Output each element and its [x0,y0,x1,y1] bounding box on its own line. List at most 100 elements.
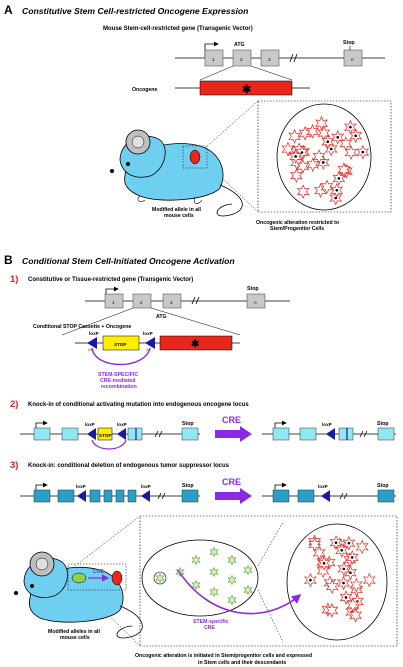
step-2-loxp-after: loxP [322,422,332,427]
mouse-b-caption-2: mouse cells [60,635,90,641]
step-1-exon-n: n [254,300,257,305]
panel-b-letter: B [4,253,13,267]
cell-nucleus [334,541,338,544]
exon-n-label: n [351,57,354,62]
recomb-label-2: CRE-mediated [100,378,135,384]
tumor-cell [325,579,339,595]
cell-nucleus [361,150,365,154]
atg-label: ATG [234,42,245,48]
stem-lineage-cell [243,564,253,576]
step-3-stop-before: Stop [182,483,194,489]
step-3-locus-before [20,482,200,503]
panel-a-vector-label: Mouse Stem-cell-restricted gene (Transge… [103,26,253,32]
step-3-locus-after [262,482,396,503]
tumor-cell [320,179,334,195]
step-3-stop-after: Stop [377,483,389,489]
step-3-loxp-after: loxP [318,484,328,489]
tumor-cell [362,572,376,588]
mouse-a [110,129,243,217]
exon-1-label: 1 [212,57,215,62]
cell-nucleus [354,134,357,138]
tumor-cell [349,607,362,623]
stem-lineage-cell [209,586,219,598]
cells-a-caption-1: Oncogenic alteration restricted to [256,220,339,226]
stem-cre-label-1: STEM-specific [193,619,229,625]
stem-lineage-cell [191,554,201,566]
tumor-cell [281,141,295,157]
step-2-number: 2) [10,399,18,410]
tumor-cell [325,602,339,618]
cell-nucleus [342,581,345,585]
step-3-heading: Knock-in: conditional deletion of endoge… [28,463,230,469]
svg-text:✱: ✱ [191,339,200,350]
cassette-label: Conditional STOP Cassette + Oncogene [33,324,131,330]
step-2-locus-after [262,420,396,441]
step-3-cre-label: CRE [222,477,241,487]
tumor-cell [308,536,322,552]
step-3-number: 3) [10,460,18,471]
zoom-box-b [139,515,398,647]
cell-nucleus [344,596,348,599]
step-1-exon-3: 3 [170,300,173,305]
loxp-1-right: loxP [143,331,153,336]
cell-nucleus [347,541,351,545]
step-1-gene-locus [85,286,290,309]
stem-progenitor-cell-cluster-a [276,103,372,211]
cell-nucleus [322,561,326,565]
tumor-cell [321,602,335,618]
stop-label: Stop [343,40,355,46]
loxp-1-left: loxP [89,331,99,336]
cell-nucleus [349,125,352,129]
tumor-cell [355,539,369,555]
step-1-exon-1: 1 [112,300,115,305]
mouse-a-caption-1: Modified allele in all [152,207,202,213]
oncogene-construct: ✱ [175,80,310,96]
step-3-cre-arrow [215,488,252,504]
modified-allele-a [189,149,201,165]
stem-lineage-cell [227,574,237,586]
step-2-heading: Knock-in of conditional activating mutat… [28,402,249,408]
stem-lineage-cell [227,554,237,566]
stem-cell-lineage-oval [141,539,259,617]
step-2-loxp-right: loxP [117,422,127,427]
recomb-label-1: STEM-SPECIFIC [98,372,138,378]
panel-a-title: Constitutive Stem Cell-restricted Oncoge… [22,6,248,16]
step-1-stop-box: STOP [114,342,126,347]
step-1-exon-2: 2 [140,300,143,305]
mouse-b-caption-1: Modified alleles in all [48,629,100,635]
cell-nucleus [336,135,340,139]
svg-text:✱: ✱ [242,84,251,96]
stem-lineage-cell [227,594,237,606]
recombination-arc [91,347,151,366]
step-1-heading: Constitutive or Tissue-restricted gene (… [28,277,193,283]
stem-lineage-cell [243,584,253,596]
mouse-b [14,551,143,639]
stem-cre-label-2: CRE [204,625,215,631]
tumor-cell [306,157,320,173]
step-3-loxp-right: loxP [141,484,151,489]
cell-nucleus [329,147,333,151]
step-2-locus-before [20,420,200,450]
step-2-stop-before: Stop [182,421,194,427]
tumor-cell [315,115,328,131]
step-2-cre-label: CRE [222,415,241,425]
cell-nucleus [342,567,346,571]
panel-a-gene-locus [175,41,385,67]
cell-nucleus [321,161,325,164]
mouse-a-caption-2: mouse cells [164,213,194,219]
step-2-stop-box: STOP [99,433,111,438]
svg-text:✂: ✂ [88,348,93,354]
stem-lineage-cell [209,566,219,578]
cell-nucleus [337,177,341,180]
step-1-atg: ATG [156,314,167,320]
stem-lineage-cell [209,546,219,558]
stem-lineage-cell [191,579,201,591]
tumor-cell [288,128,301,144]
stem-lineage-cell [155,572,165,584]
stem-cre-allele [71,572,87,584]
tumor-cell [306,123,319,139]
exon-3-label: 3 [268,57,271,62]
tumor-cell-cluster-b [286,523,388,641]
step-3-loxp-left: loxP [76,484,86,489]
stem-cell-marker [153,571,167,585]
